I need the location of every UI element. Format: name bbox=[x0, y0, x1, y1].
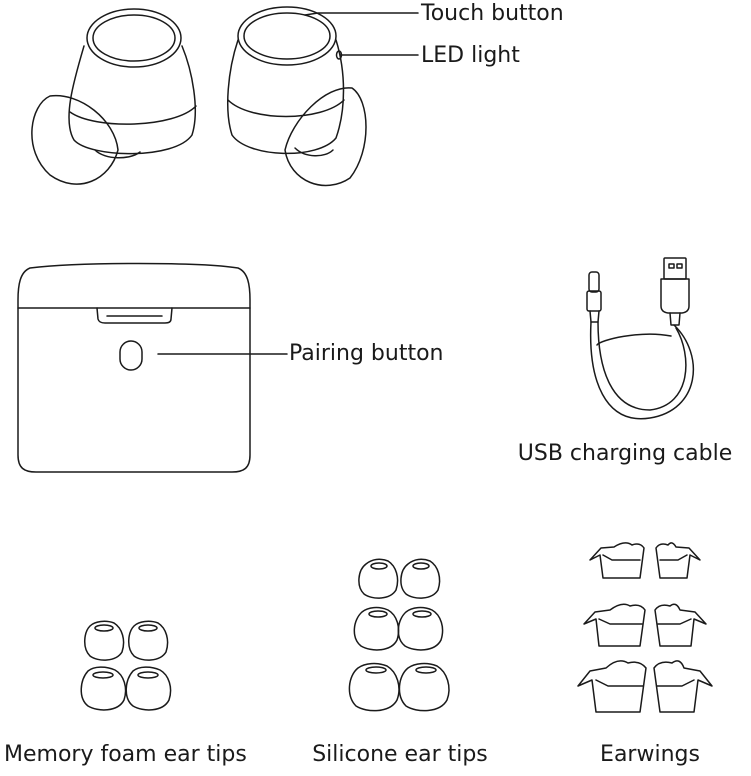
memory-foam-ear-tips-illustration bbox=[80, 620, 172, 711]
earwing-right-1-crease bbox=[659, 554, 688, 561]
left-touch-button-ring bbox=[92, 14, 176, 62]
right-earbud-body bbox=[227, 39, 345, 155]
left-earbud-tip bbox=[31, 94, 119, 185]
usb-a-connector bbox=[663, 257, 687, 280]
silicone-tip-6 bbox=[398, 662, 450, 712]
left-earbud-nozzle bbox=[94, 149, 141, 159]
charging-case-hinge bbox=[96, 307, 173, 324]
right-earbud bbox=[227, 6, 367, 187]
silicone-tip-4-bore bbox=[412, 610, 432, 618]
left-earbud bbox=[31, 8, 197, 185]
usb-a-housing bbox=[660, 278, 690, 314]
cable-tail bbox=[596, 333, 672, 346]
silicone-tip-4 bbox=[397, 606, 444, 651]
cable-coil-outer bbox=[589, 321, 695, 420]
foam-tip-1-bore bbox=[94, 624, 114, 632]
silicone-tip-1 bbox=[358, 558, 399, 599]
foam-tip-3 bbox=[80, 666, 127, 711]
earwing-right-3-crease bbox=[656, 679, 695, 687]
earwings-illustration bbox=[577, 542, 713, 713]
foam-tip-4 bbox=[125, 666, 172, 711]
silicone-tip-3 bbox=[353, 606, 400, 651]
right-touch-button bbox=[237, 6, 337, 66]
earwing-left-1-crease bbox=[602, 554, 641, 561]
left-touch-button bbox=[86, 8, 182, 68]
usb-c-strain-relief bbox=[589, 310, 600, 323]
silicone-tip-5-bore bbox=[365, 666, 387, 674]
foam-tip-4-bore bbox=[137, 671, 159, 679]
earwing-left-3-crease bbox=[595, 679, 644, 687]
cable-coil-inner bbox=[597, 321, 687, 411]
usb-cable-caption: USB charging cable bbox=[517, 441, 733, 466]
usb-a-strain-relief bbox=[669, 312, 681, 326]
memory-foam-caption: Memory foam ear tips bbox=[4, 742, 247, 767]
left-earbud-seam bbox=[69, 105, 197, 125]
led-light-label: LED light bbox=[421, 43, 520, 68]
silicone-tip-1-bore bbox=[370, 562, 388, 570]
pairing-button-label: Pairing button bbox=[289, 341, 444, 366]
foam-tip-2-bore bbox=[138, 624, 158, 632]
earwing-left-2-crease bbox=[598, 618, 643, 625]
charging-case bbox=[17, 262, 288, 473]
earwings-caption: Earwings bbox=[600, 742, 700, 767]
right-earbud-nozzle bbox=[294, 147, 334, 157]
silicone-tip-6-bore bbox=[415, 666, 437, 674]
silicone-tip-2-bore bbox=[412, 562, 430, 570]
usb-a-plug-slot-2 bbox=[676, 263, 683, 269]
touch-button-leader bbox=[304, 12, 419, 16]
right-earbud-tip bbox=[284, 87, 367, 187]
earwing-left-1 bbox=[589, 542, 645, 579]
earwing-right-2-crease bbox=[657, 618, 692, 625]
earwing-left-2 bbox=[583, 603, 646, 647]
right-earbud-seam bbox=[227, 99, 345, 118]
earwing-right-2 bbox=[654, 603, 707, 647]
charging-case-outline bbox=[17, 262, 251, 473]
earwing-right-3 bbox=[653, 660, 713, 713]
pairing-button-icon bbox=[119, 340, 143, 371]
silicone-tip-2 bbox=[400, 558, 441, 599]
touch-button-label: Touch button bbox=[421, 1, 564, 26]
usb-a-plug-slot-1 bbox=[668, 263, 675, 269]
earwing-left-3 bbox=[577, 660, 647, 713]
silicone-tip-3-bore bbox=[368, 610, 388, 618]
silicone-tip-5 bbox=[348, 662, 400, 712]
earwing-right-1 bbox=[655, 542, 701, 579]
foam-tip-2 bbox=[128, 620, 169, 661]
silicone-ear-tips-illustration bbox=[348, 558, 450, 712]
foam-tip-1 bbox=[84, 620, 125, 661]
silicone-caption: Silicone ear tips bbox=[312, 742, 488, 767]
left-earbud-body bbox=[68, 45, 197, 155]
usb-charging-cable-illustration bbox=[586, 257, 695, 420]
usb-c-housing bbox=[586, 290, 602, 312]
usb-c-connector bbox=[588, 271, 600, 293]
right-touch-button-ring bbox=[243, 12, 331, 60]
foam-tip-3-bore bbox=[92, 671, 114, 679]
